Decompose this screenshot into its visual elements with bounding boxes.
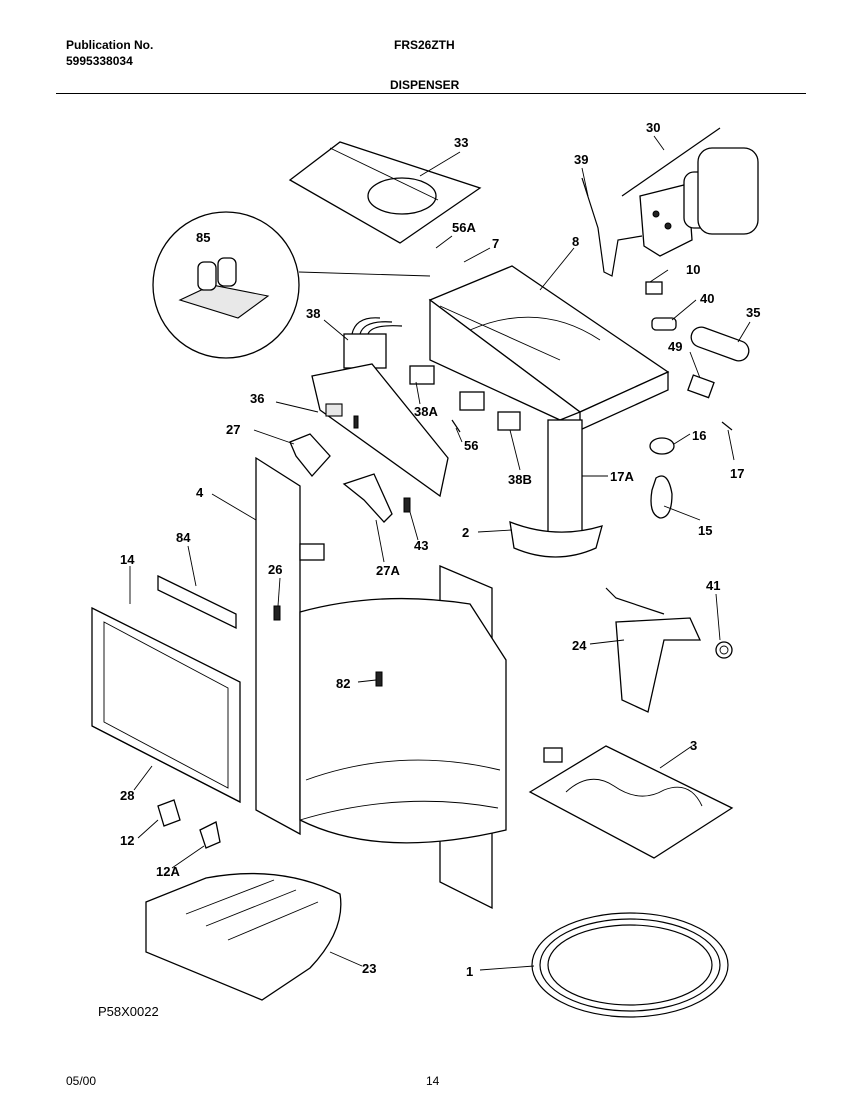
part-84-strip[interactable] <box>157 574 237 630</box>
callout-56: 56 <box>464 438 478 453</box>
part-1-tubing-coil[interactable] <box>531 912 729 1018</box>
callout-23: 23 <box>362 961 376 976</box>
part-35-bulb[interactable] <box>688 324 751 363</box>
part-39-wire[interactable] <box>581 177 643 277</box>
part-85-detail-circle[interactable] <box>152 211 431 359</box>
callout-8: 8 <box>572 234 579 249</box>
callout-85: 85 <box>196 230 210 245</box>
part-36-control-board[interactable] <box>311 363 449 498</box>
callout-38B: 38B <box>508 472 532 487</box>
part-38A-switch[interactable] <box>409 365 485 411</box>
callout-labels: 33 30 39 85 56A 7 8 10 40 35 38 49 36 38… <box>120 120 760 979</box>
part-41-spring[interactable] <box>715 641 733 659</box>
part-82-screw[interactable] <box>375 671 383 687</box>
callout-39: 39 <box>574 152 588 167</box>
footer-date: 05/00 <box>66 1074 97 1088</box>
callout-24: 24 <box>572 638 587 653</box>
part-12A-clip[interactable] <box>199 821 221 849</box>
part-24-lever[interactable] <box>605 587 702 713</box>
part-26-screw[interactable] <box>273 605 281 621</box>
part-43-screw[interactable] <box>403 497 411 513</box>
callout-15: 15 <box>698 523 712 538</box>
callout-12A: 12A <box>156 864 180 879</box>
callout-43: 43 <box>414 538 428 553</box>
callout-56A: 56A <box>452 220 476 235</box>
callout-38: 38 <box>306 306 320 321</box>
part-33-cover-plate[interactable] <box>288 141 482 244</box>
callout-16: 16 <box>692 428 706 443</box>
callout-28: 28 <box>120 788 134 803</box>
section-title: DISPENSER <box>390 78 460 92</box>
callout-33: 33 <box>454 135 468 150</box>
part-49-bracket[interactable] <box>687 374 715 399</box>
part-16-actuator[interactable] <box>649 437 675 455</box>
part-40-socket[interactable] <box>651 317 677 331</box>
header-rule <box>56 93 806 94</box>
publication-label: Publication No. <box>66 38 154 52</box>
part-3-heater-pad[interactable] <box>528 745 734 859</box>
part-12-clip[interactable] <box>157 799 181 827</box>
part-14-door-frame[interactable] <box>91 606 241 804</box>
part-23-drip-tray[interactable] <box>145 872 342 1001</box>
callout-49: 49 <box>668 339 682 354</box>
callout-1: 1 <box>466 964 473 979</box>
part-10-clip[interactable] <box>645 281 663 295</box>
callout-82: 82 <box>336 676 350 691</box>
part-15-solenoid[interactable] <box>650 475 673 519</box>
part-27A-flap[interactable] <box>342 473 393 523</box>
part-30-panel-assembly[interactable] <box>621 127 759 257</box>
callout-2: 2 <box>462 525 469 540</box>
part-column[interactable] <box>547 419 583 547</box>
publication-number: 5995338034 <box>66 54 133 68</box>
part-56-screw[interactable] <box>451 419 461 433</box>
callout-27: 27 <box>226 422 240 437</box>
part-4-side-panel[interactable] <box>255 456 325 836</box>
callout-36: 36 <box>250 391 264 406</box>
callout-41: 41 <box>706 578 720 593</box>
part-38-harness[interactable] <box>343 317 403 369</box>
part-chute-housing[interactable] <box>299 597 507 844</box>
leader-lines <box>129 135 751 971</box>
callout-84: 84 <box>176 530 191 545</box>
drawing-code: P58X0022 <box>98 1004 159 1019</box>
part-38B-switch[interactable] <box>497 411 521 431</box>
callout-3: 3 <box>690 738 697 753</box>
callout-4: 4 <box>196 485 204 500</box>
part-17-screw[interactable] <box>721 421 733 431</box>
callout-12: 12 <box>120 833 134 848</box>
part-2-ring[interactable] <box>509 520 603 558</box>
callout-30: 30 <box>646 120 660 135</box>
page-number: 14 <box>426 1074 440 1088</box>
callout-38A: 38A <box>414 404 438 419</box>
callout-27A: 27A <box>376 563 400 578</box>
callout-40: 40 <box>700 291 714 306</box>
callout-17: 17 <box>730 466 744 481</box>
callout-10: 10 <box>686 262 700 277</box>
callout-7: 7 <box>492 236 499 251</box>
callout-26: 26 <box>268 562 282 577</box>
model-number: FRS26ZTH <box>394 38 455 52</box>
callout-35: 35 <box>746 305 760 320</box>
part-27-bracket[interactable] <box>289 433 331 478</box>
callout-17A: 17A <box>610 469 634 484</box>
part-28-door-edge[interactable] <box>91 725 241 803</box>
callout-14: 14 <box>120 552 135 567</box>
